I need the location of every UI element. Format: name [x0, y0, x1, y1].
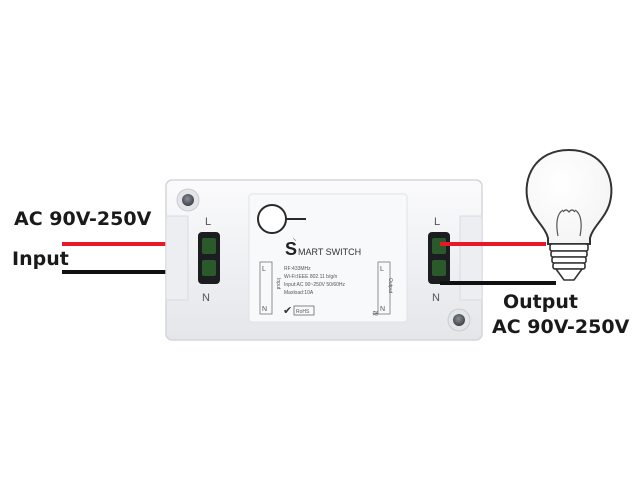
output-terminal-diagram: [377, 261, 391, 315]
input-n-marker: N: [202, 292, 210, 304]
check-icon: ✔: [283, 305, 292, 317]
wifi-icon: ◝: [293, 238, 296, 245]
output-terminal-caption: Output: [387, 278, 393, 294]
input-voltage-label: AC 90V-250V: [14, 208, 152, 230]
output-label: Output: [503, 291, 578, 313]
input-terminal-diagram: [259, 261, 273, 315]
brand-name: MART SWITCH: [298, 247, 361, 257]
signal-icon: ≋: [372, 309, 379, 318]
brand-s: S: [285, 239, 297, 259]
output-terminal-l: L: [380, 266, 384, 273]
cert-label: RoHS: [296, 309, 310, 315]
output-l-marker: L: [434, 216, 440, 228]
output-terminal-n: N: [380, 306, 385, 313]
push-button: [257, 204, 287, 234]
spec-wifi: Wi-Fi:IEEE 802.11 b/g/n: [284, 274, 337, 280]
spec-input: Input:AC 90~250V 50/60Hz: [284, 282, 346, 288]
input-terminal-l: L: [262, 266, 266, 273]
input-terminal-n: N: [262, 306, 267, 313]
input-label: Input: [12, 248, 69, 270]
spec-max: Maxload:10A: [284, 290, 314, 296]
output-n-marker: N: [432, 292, 440, 304]
spec-rf: RF:433MHz: [284, 266, 311, 272]
input-l-marker: L: [205, 216, 211, 228]
input-terminal-caption: Input: [275, 278, 281, 290]
cert-badge: [293, 305, 315, 316]
label-panel: [248, 193, 408, 323]
switch-housing: L N L N S ◝ MART SWITCH RF:433MHz Wi-Fi:…: [165, 179, 483, 341]
light-bulb-icon: [525, 148, 613, 281]
output-voltage-label: AC 90V-250V: [492, 316, 630, 338]
